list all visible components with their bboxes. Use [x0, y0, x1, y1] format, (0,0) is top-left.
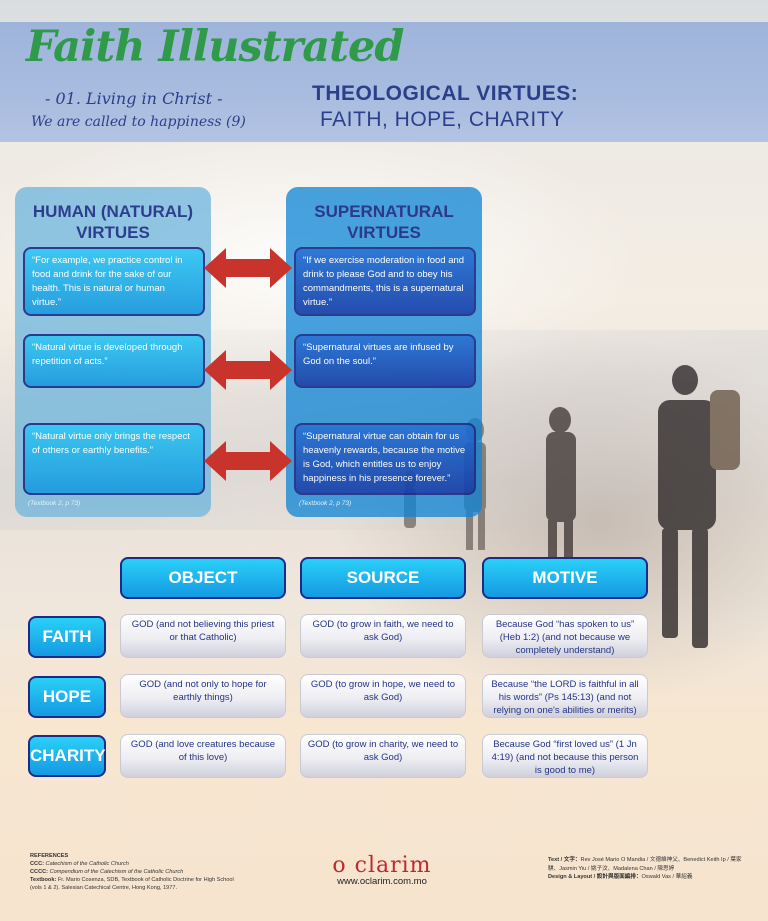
- table-cell: Because “the LORD is faithful in all his…: [482, 674, 648, 718]
- credits: Text / 文字：Rev José Mario O Mandia / 文德維神…: [548, 857, 742, 880]
- double-arrow-icon: [204, 350, 292, 390]
- row-header-hope: HOPE: [28, 676, 106, 718]
- supernatural-virtues-panel: SUPERNATURAL VIRTUES “If we exercise mod…: [286, 187, 482, 517]
- human-virtues-title: HUMAN (NATURAL) VIRTUES: [32, 202, 194, 242]
- supernatural-virtue-box: “If we exercise moderation in food and d…: [294, 247, 476, 316]
- table-cell: GOD (and not believing this priest or th…: [120, 614, 286, 658]
- topic-subheading: FAITH, HOPE, CHARITY: [320, 108, 565, 131]
- human-virtues-panel: HUMAN (NATURAL) VIRTUES “For example, we…: [15, 187, 211, 517]
- table-cell: GOD (to grow in hope, we need to ask God…: [300, 674, 466, 718]
- oclarim-logo: o clarim www.oclarim.com.mo: [322, 853, 442, 887]
- table-cell: Because God “first loved us” (1 Jn 4:19)…: [482, 734, 648, 778]
- row-header-charity: CHARITY: [28, 735, 106, 777]
- table-cell: GOD (and not only to hope for earthly th…: [120, 674, 286, 718]
- logo-url: www.oclarim.com.mo: [337, 876, 427, 887]
- header-band: [0, 22, 768, 142]
- references: REFERENCES CCC: Catechism of the Catholi…: [30, 853, 234, 891]
- table-cell: GOD (to grow in faith, we need to ask Go…: [300, 614, 466, 658]
- human-virtue-box: “For example, we practice control in foo…: [23, 247, 205, 316]
- topic-heading: THEOLOGICAL VIRTUES:: [312, 82, 579, 105]
- logo-name: o clarim: [332, 853, 432, 878]
- supernatural-virtue-box: “Supernatural virtues are infused by God…: [294, 334, 476, 388]
- double-arrow-icon: [204, 441, 292, 481]
- human-source-note: (Textbook 2, p 73): [28, 500, 81, 507]
- supernatural-virtue-box: “Supernatural virtue can obtain for us h…: [294, 423, 476, 495]
- lesson-subtitle: We are called to happiness (9): [31, 114, 246, 130]
- human-virtue-box: “Natural virtue is developed through rep…: [23, 334, 205, 388]
- series-subtitle: - 01. Living in Christ -: [45, 89, 223, 108]
- supernatural-virtues-title: SUPERNATURAL VIRTUES: [314, 202, 454, 242]
- page-title: Faith Illustrated: [26, 22, 404, 72]
- table-cell: GOD (and love creatures because of this …: [120, 734, 286, 778]
- column-header-motive: MOTIVE: [482, 557, 648, 599]
- human-virtue-box: “Natural virtue only brings the respect …: [23, 423, 205, 495]
- supernatural-source-note: (Textbook 2, p 73): [299, 500, 352, 507]
- row-header-faith: FAITH: [28, 616, 106, 658]
- table-cell: GOD (to grow in charity, we need to ask …: [300, 734, 466, 778]
- table-cell: Because God “has spoken to us” (Heb 1:2)…: [482, 614, 648, 658]
- double-arrow-icon: [204, 248, 292, 288]
- column-header-object: OBJECT: [120, 557, 286, 599]
- column-header-source: SOURCE: [300, 557, 466, 599]
